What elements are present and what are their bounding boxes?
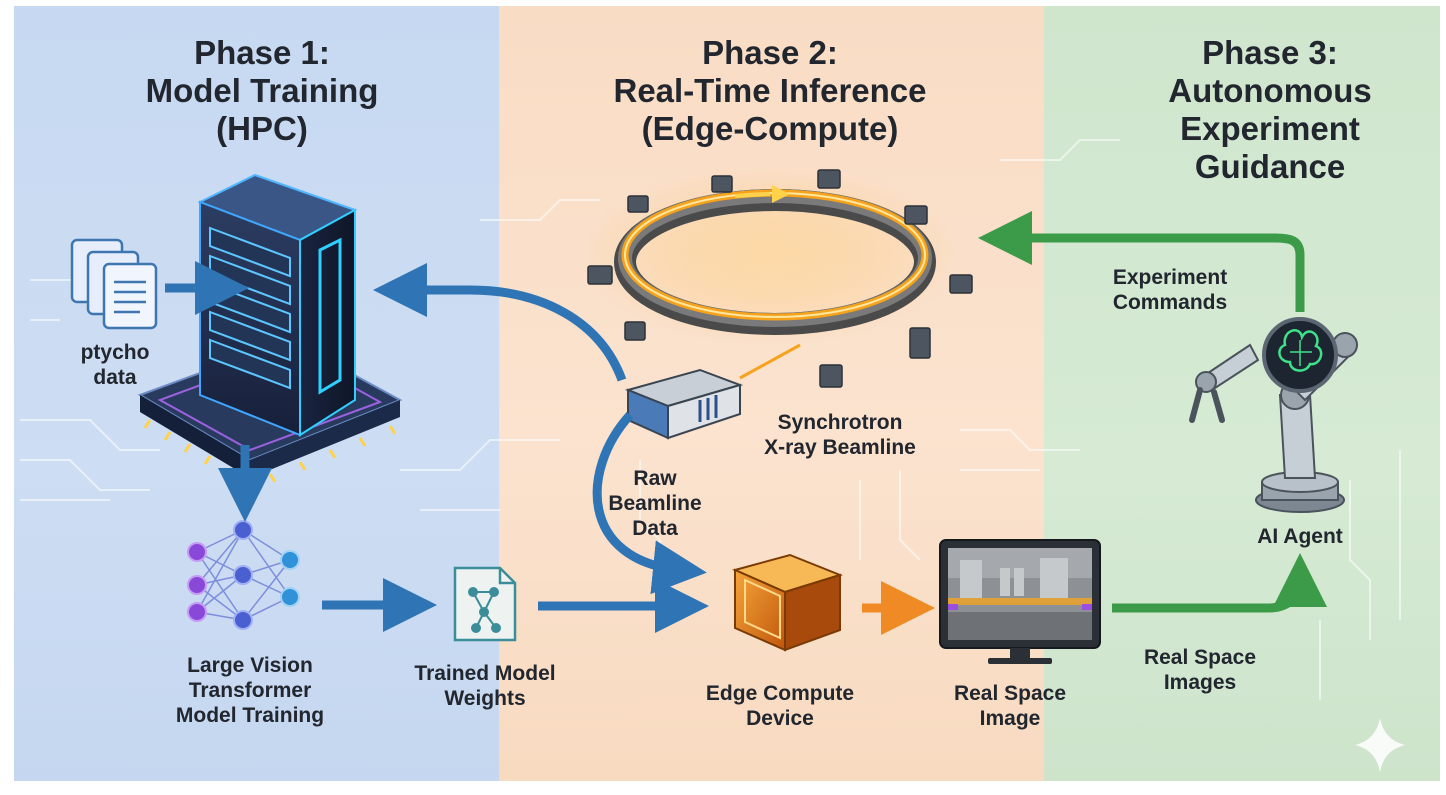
arrow-detector-to-edge	[592, 411, 707, 595]
edge-compute-cube-icon	[732, 553, 843, 652]
server-rack-icon	[197, 173, 358, 437]
ptycho-data-label: ptycho data	[80, 341, 150, 389]
arrow-agent-to-beamline	[978, 211, 1305, 312]
model-weights-file-icon	[453, 566, 517, 642]
phase-3-panel	[1044, 6, 1440, 781]
robot-arm-icon	[1189, 332, 1358, 513]
phase-2-panel	[499, 6, 1044, 781]
ai-agent-label: AI Agent	[1257, 525, 1343, 548]
monitor-icon	[939, 539, 1101, 664]
brain-icon	[1262, 317, 1338, 393]
experiment-commands-label: Experiment Commands	[1112, 266, 1228, 314]
detector-box-icon	[624, 343, 801, 440]
synchrotron-ring-icon	[580, 165, 973, 388]
neural-network-icon	[187, 520, 300, 630]
edge-device-label: Edge Compute Device	[705, 682, 855, 730]
arrow-detector-to-server	[373, 263, 627, 382]
synchrotron-label: Synchrotron X-ray Beamline	[764, 411, 916, 459]
raw-data-label: Raw Beamline Data	[608, 467, 702, 540]
real-space-image-label: Real Space Image	[953, 682, 1067, 730]
real-space-images-label: Real Space Images	[1143, 646, 1257, 694]
phase-1-title: Phase 1: Model Training (HPC)	[145, 34, 379, 147]
sparkle-icon	[1355, 718, 1405, 772]
phase-2-title: Phase 2: Real-Time Inference (Edge-Compu…	[613, 34, 927, 147]
phase-3-title: Phase 3: Autonomous Experiment Guidance	[1168, 34, 1372, 185]
arrow-monitor-to-agent	[1112, 553, 1327, 613]
document-stack-icon	[70, 238, 158, 330]
trained-weights-label: Trained Model Weights	[414, 662, 556, 710]
vit-training-label: Large Vision Transformer Model Training	[175, 654, 325, 727]
